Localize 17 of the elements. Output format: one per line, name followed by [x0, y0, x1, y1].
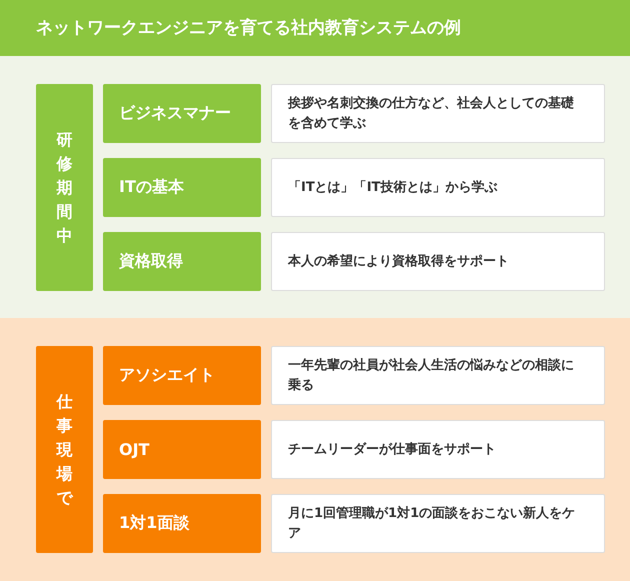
program-label: アソシエイト [103, 346, 261, 405]
phase-label: 仕事現場で [36, 346, 93, 553]
program-label: 資格取得 [103, 232, 261, 291]
section-band [0, 318, 630, 581]
program-label: ITの基本 [103, 158, 261, 217]
program-label: ビジネスマナー [103, 84, 261, 143]
description-box: 「ITとは」「IT技術とは」から学ぶ [271, 158, 605, 217]
description-box: チームリーダーが仕事面をサポート [271, 420, 605, 479]
description-box: 本人の希望により資格取得をサポート [271, 232, 605, 291]
section-band [0, 56, 630, 318]
description-box: 月に1回管理職が1対1の面談をおこない新人をケア [271, 494, 605, 553]
program-label: 1対1面談 [103, 494, 261, 553]
program-label: OJT [103, 420, 261, 479]
title-bar: ネットワークエンジニアを育てる社内教育システムの例 [0, 0, 630, 56]
description-box: 挨拶や名刺交換の仕方など、社会人としての基礎を含めて学ぶ [271, 84, 605, 143]
description-box: 一年先輩の社員が社会人生活の悩みなどの相談に乗る [271, 346, 605, 405]
phase-label: 研修期間中 [36, 84, 93, 291]
